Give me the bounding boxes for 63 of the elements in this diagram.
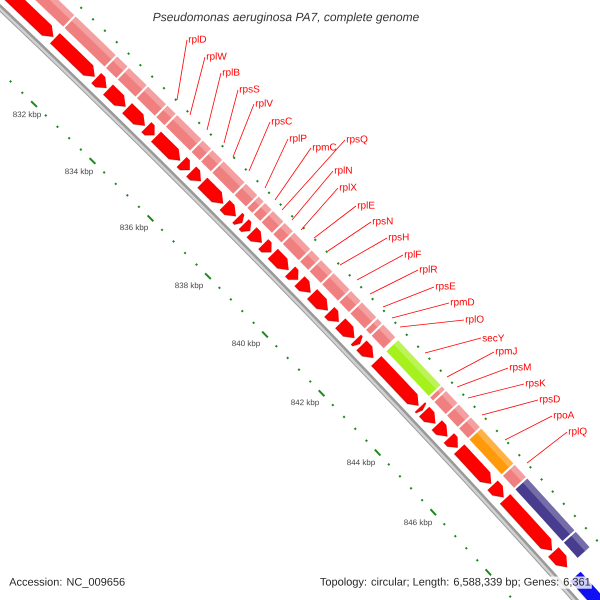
gene-label: rplW	[206, 52, 227, 62]
leader-line	[292, 170, 334, 220]
leader-line	[190, 56, 206, 116]
leader-line	[370, 270, 418, 294]
gene-label: rpmC	[312, 143, 336, 153]
leader-line	[300, 188, 338, 230]
scale-label: 832 kbp	[13, 111, 41, 119]
leader-line	[392, 302, 450, 318]
leader-line	[264, 138, 288, 188]
leader-line	[504, 416, 552, 440]
leader-line	[424, 338, 482, 354]
leader-line	[482, 400, 538, 416]
leader-line	[248, 122, 270, 172]
leader-line	[328, 222, 372, 252]
leader-line	[356, 254, 404, 280]
gene-label: rplR	[420, 265, 438, 275]
title: Pseudomonas aeruginosa PA7, complete genome	[153, 12, 419, 24]
scale-label: 844 kbp	[347, 459, 375, 467]
gene-label: rpsS	[240, 85, 260, 95]
leader-line	[526, 432, 568, 464]
leader-line	[224, 90, 238, 144]
scale-label: 842 kbp	[291, 399, 319, 407]
leader-line	[340, 238, 388, 266]
scale-label: 840 kbp	[232, 340, 260, 348]
leader-line	[468, 384, 524, 398]
leader-line	[206, 72, 222, 130]
genome-info-text: Topology: circular; Length: 6,588,339 bp; Genes: 6,361	[318, 576, 592, 589]
gene-label: rplX	[340, 183, 357, 193]
gene-label: rplN	[334, 166, 352, 176]
leader-line	[382, 286, 434, 308]
gene-label: rpsK	[526, 380, 546, 388]
gene-label: rplE	[358, 201, 375, 211]
gene-label: rpsH	[388, 234, 408, 242]
gene-label: rpsD	[540, 396, 560, 404]
scale-label: 838 kbp	[175, 282, 203, 290]
leader-line	[314, 206, 356, 238]
gene-label: rplQ	[568, 427, 587, 437]
gene-label: rpmJ	[496, 348, 517, 356]
gene-label: rplV	[256, 99, 273, 109]
gene-label: rpsN	[372, 218, 392, 226]
scale-label: 834 kbp	[65, 168, 93, 176]
leader-line	[176, 40, 188, 100]
scale-label: 846 kbp	[404, 519, 432, 527]
gene-label: rpoA	[554, 412, 574, 420]
leader-line	[232, 104, 254, 158]
gene-label: rplB	[222, 68, 240, 78]
gene-label: secY	[482, 334, 504, 342]
gene-label: rplP	[290, 134, 306, 144]
leader-line	[282, 140, 346, 210]
leader-line	[274, 148, 312, 200]
gene-label: rplO	[466, 315, 484, 325]
gene-label: rpsC	[272, 117, 292, 127]
gene-label: rpsE	[436, 282, 456, 292]
gene-label: rplD	[188, 35, 206, 45]
gene-label: rpmD	[450, 298, 474, 308]
gene-label: rpsQ	[346, 135, 368, 145]
gene-label: rpsM	[510, 364, 531, 372]
scale-label: 836 kbp	[120, 224, 148, 232]
gene-label: rplF	[404, 250, 422, 260]
accession-text: Accession: NC_009656	[9, 578, 125, 588]
leader-line	[456, 368, 508, 388]
leader-line	[400, 320, 464, 328]
leader-line	[446, 352, 494, 378]
